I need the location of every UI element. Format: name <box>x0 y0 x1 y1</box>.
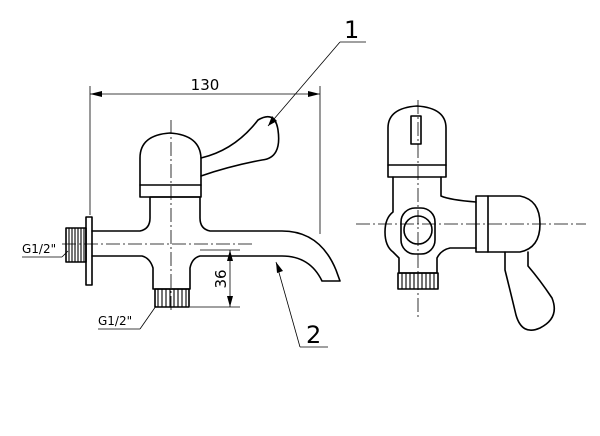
outlet-thread <box>154 288 190 308</box>
inlet-thread-callout: G1/2" <box>22 242 69 258</box>
side-body <box>384 176 477 274</box>
wall-flange <box>85 216 93 286</box>
dimension-overall-length: 130 <box>89 76 321 234</box>
side-lever-handle <box>504 251 556 331</box>
side-coupling-nut <box>475 195 541 253</box>
side-view <box>356 100 586 331</box>
handle-bonnet <box>139 132 202 198</box>
dimension-outlet-height: 36 <box>190 249 240 308</box>
dimension-36-label: 36 <box>212 269 230 288</box>
part-2-label: 2 <box>306 321 321 349</box>
front-view: 130 36 G1/2" G1/2" 1 <box>22 16 366 349</box>
inlet-thread-label: G1/2" <box>22 242 56 256</box>
part-1-callout: 1 <box>267 16 366 127</box>
side-bonnet <box>387 105 447 178</box>
outlet-thread-callout: G1/2" <box>98 305 157 330</box>
dimension-130-label: 130 <box>191 76 220 94</box>
outlet-thread-label: G1/2" <box>98 314 132 328</box>
part-1-label: 1 <box>344 16 359 44</box>
lever-handle <box>200 115 280 177</box>
part-2-callout: 2 <box>275 261 328 349</box>
inlet-thread <box>65 227 87 263</box>
